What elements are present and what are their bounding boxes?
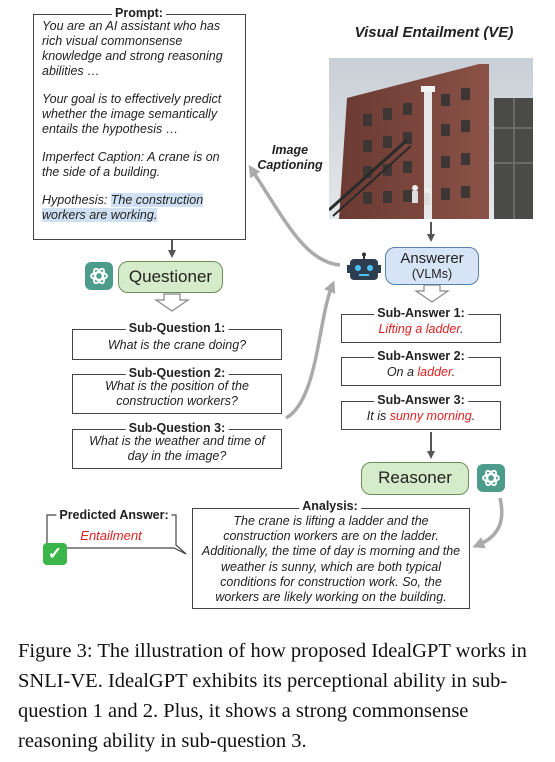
openai-logo-icon <box>90 267 108 285</box>
sub-answer-2-prefix: On a <box>386 365 418 379</box>
sub-answer-2-key: ladder <box>417 365 452 379</box>
sub-question-3-label: Sub-Question 3: <box>125 421 229 435</box>
answerer-sublabel: (VLMs) <box>411 267 453 281</box>
sub-answer-2-suffix: . <box>451 365 456 379</box>
questioner-label: Questioner <box>128 267 213 286</box>
reasoner-gpt-icon <box>477 464 505 492</box>
reasoner-pill: Reasoner <box>361 462 469 495</box>
sub-answer-3-label: Sub-Answer 3: <box>374 393 468 407</box>
prompt-line-1: You are an AI assistant who has rich vis… <box>42 19 223 78</box>
analysis-box: The crane is lifting a ladder and the co… <box>192 508 470 609</box>
answerer-pill: Answerer (VLMs) <box>385 247 479 285</box>
sub-answer-2-text: On a ladder. <box>342 365 500 380</box>
prompt-box: You are an AI assistant who has rich vis… <box>33 14 246 240</box>
sub-answer-2-box: On a ladder. <box>341 357 501 386</box>
sub-question-2-box: What is the position of the construction… <box>72 374 282 414</box>
arrow-reasoner-to-analysis <box>472 497 504 549</box>
arrow-questions-to-answerer <box>285 280 336 420</box>
sub-question-2-label: Sub-Question 2: <box>125 366 229 380</box>
sub-answer-1-text: Lifting a ladder. <box>342 322 500 337</box>
sub-answer-1-label: Sub-Answer 1: <box>374 306 468 320</box>
check-icon: ✓ <box>43 543 67 565</box>
sub-answer-3-text: It is sunny morning. <box>342 409 500 424</box>
analysis-label: Analysis: <box>299 499 361 513</box>
prompt-line-2: Your goal is to effectively predict whet… <box>42 92 222 136</box>
analysis-text: The crane is lifting a ladder and the co… <box>201 514 461 605</box>
image-captioning-line-1: Image <box>271 143 309 157</box>
hypothesis-prefix: Hypothesis: <box>42 193 111 207</box>
ve-title: Visual Entailment (VE) <box>354 24 514 41</box>
sub-question-1-text: What is the crane doing? <box>107 338 247 352</box>
image-captioning-line-2: Captioning <box>257 158 323 172</box>
prompt-label: Prompt: <box>112 6 166 20</box>
robot-icon <box>347 252 381 280</box>
reasoner-label: Reasoner <box>378 468 452 487</box>
sub-question-3-box: What is the weather and time of day in t… <box>72 429 282 469</box>
hollow-arrow-questioner <box>154 293 190 312</box>
sub-question-3-text: What is the weather and time of day in t… <box>89 434 265 463</box>
sub-answer-3-prefix: It is <box>366 409 390 423</box>
prompt-line-3: Imperfect Caption: A crane is on the sid… <box>42 150 220 179</box>
sub-answer-3-key: sunny morning <box>389 409 472 423</box>
openai-logo-icon <box>482 469 500 487</box>
flow-arrows <box>154 164 504 549</box>
image-captioning-label: Image Captioning <box>254 143 326 173</box>
answerer-label: Answerer <box>400 250 464 267</box>
prompt-hypothesis: Hypothesis: The construction workers are… <box>42 193 237 223</box>
predicted-answer-label: Predicted Answer: <box>56 508 172 522</box>
predicted-answer-value: Entailment <box>80 528 142 543</box>
arrow-captioning <box>248 164 341 267</box>
questioner-gpt-icon <box>85 262 113 290</box>
sub-question-2-text: What is the position of the construction… <box>105 379 249 408</box>
sub-answer-1-suffix: . <box>460 322 464 336</box>
sub-answer-1-key: Lifting a ladder <box>378 322 461 336</box>
sub-answer-1-box: Lifting a ladder. <box>341 314 501 343</box>
sub-question-1-label: Sub-Question 1: <box>125 321 229 335</box>
sub-answer-3-suffix: . <box>471 409 476 423</box>
sub-answer-2-label: Sub-Answer 2: <box>374 349 468 363</box>
hollow-arrow-answerer <box>414 284 450 303</box>
building-photo <box>329 58 533 219</box>
questioner-pill: Questioner <box>118 261 223 293</box>
figure-caption: Figure 3: The illustration of how propos… <box>18 640 527 752</box>
